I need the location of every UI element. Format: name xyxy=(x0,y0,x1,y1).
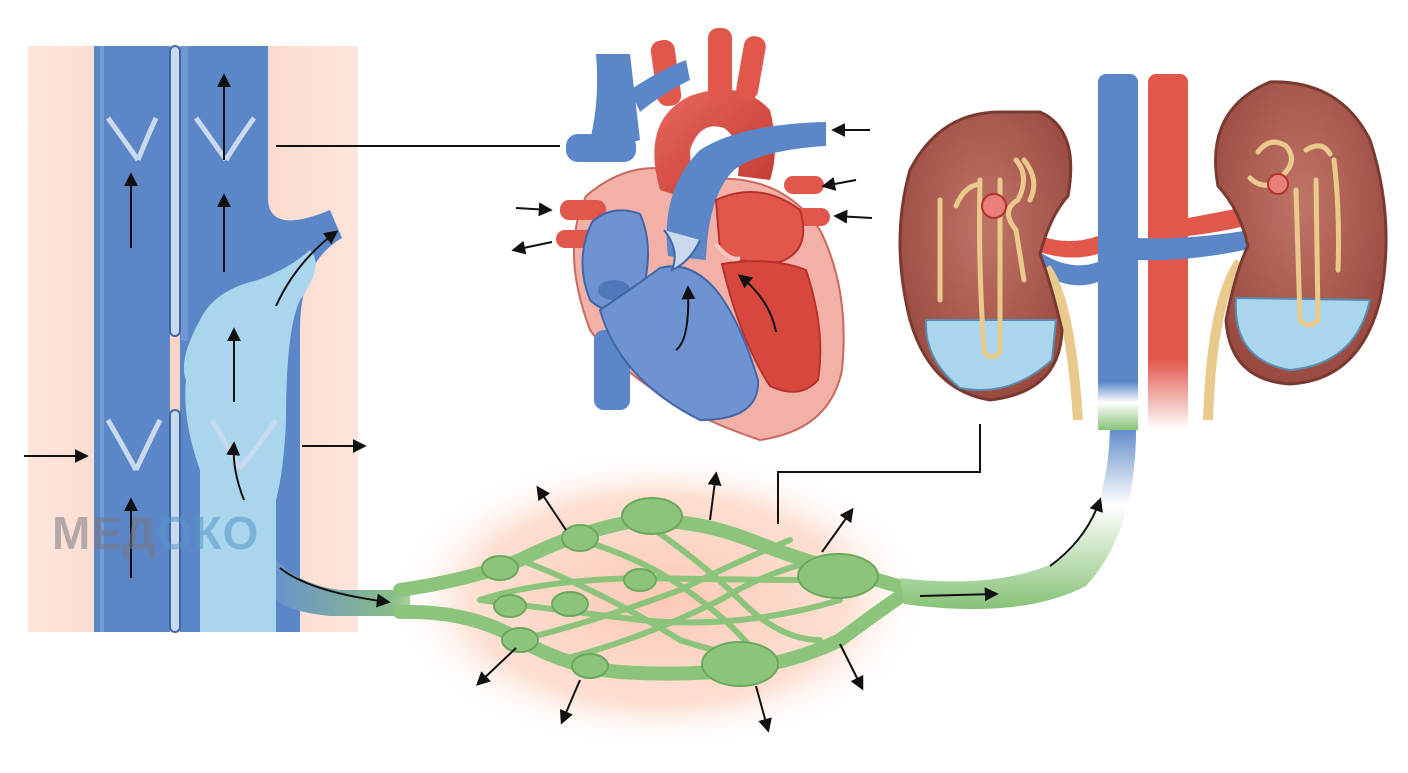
flow-arrows-heart xyxy=(511,123,873,351)
vena-cava-superior xyxy=(590,54,640,144)
vena-cava xyxy=(1098,74,1138,424)
vein-section xyxy=(24,45,410,633)
left-ventricle xyxy=(720,260,822,393)
left-atrium xyxy=(714,191,805,264)
kidneys xyxy=(898,74,1388,430)
valve-icon xyxy=(209,418,243,470)
flow-arrows-vein xyxy=(24,73,391,608)
lymph-node-network xyxy=(390,420,1137,750)
efferent-lymph-vessel xyxy=(900,420,1137,610)
watermark-text-part1: МЕД xyxy=(52,507,157,559)
flow-arrows-lymph xyxy=(475,471,864,733)
valve-icon xyxy=(105,418,139,472)
pulmonary-artery xyxy=(666,122,826,260)
leader-line xyxy=(777,424,981,524)
valve-icon xyxy=(105,116,141,162)
interstitial-fluid xyxy=(183,250,316,632)
watermark-logo: МЕДОКО xyxy=(52,506,259,560)
right-ventricle xyxy=(598,265,760,422)
watermark-text-part2: ОКО xyxy=(156,507,260,559)
heart xyxy=(511,28,873,442)
